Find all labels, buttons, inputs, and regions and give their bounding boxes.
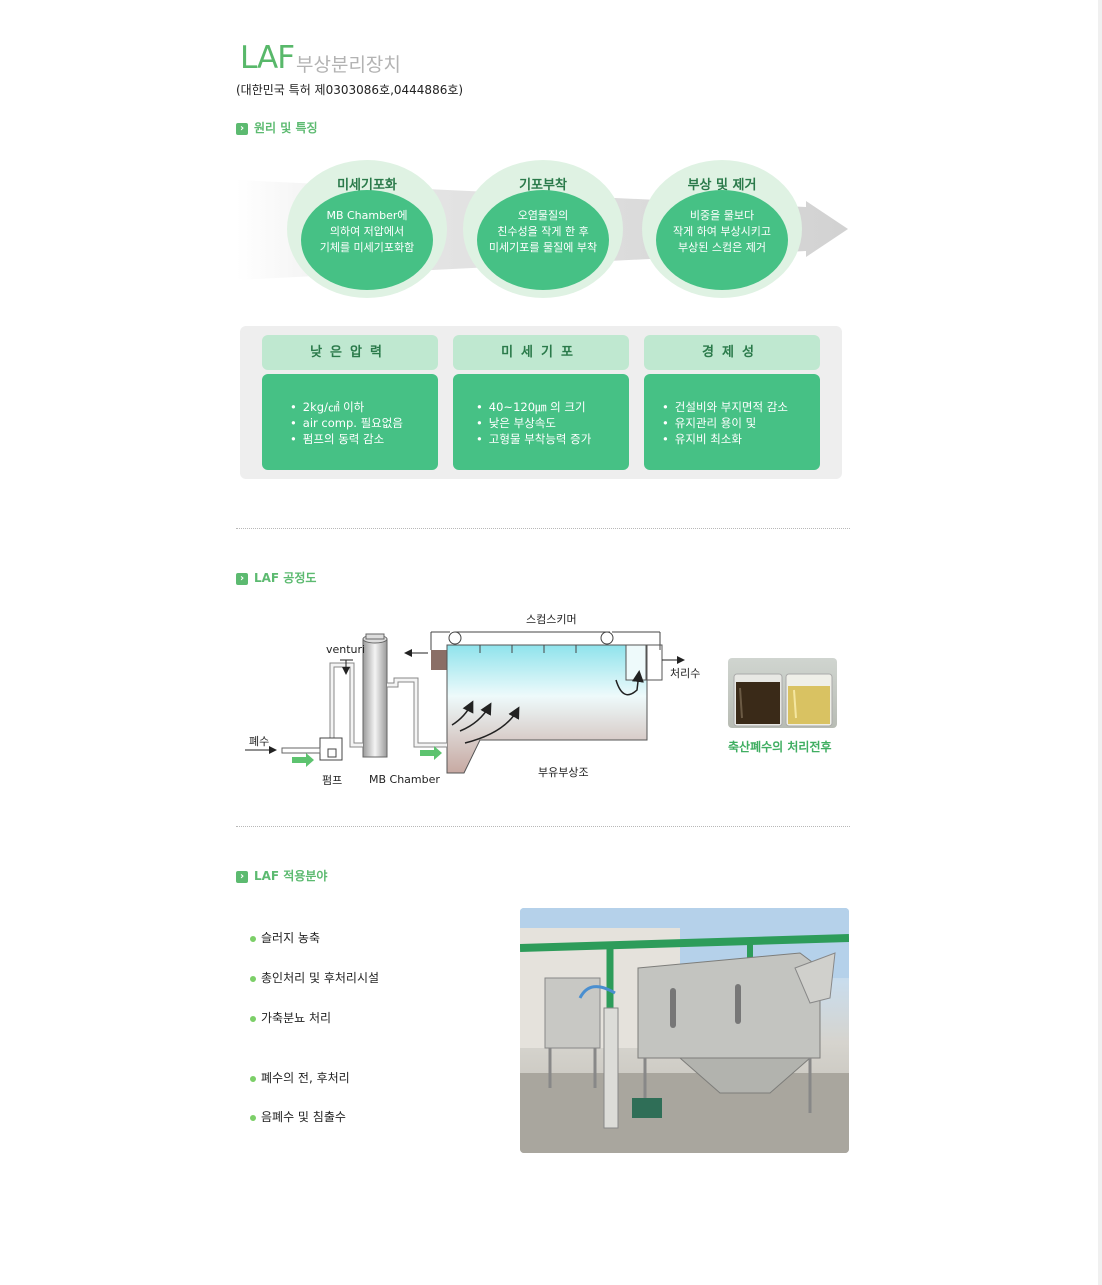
laf-equipment-image <box>520 908 849 1153</box>
bullet-dot-icon <box>250 1075 256 1082</box>
beakers-image <box>733 673 833 727</box>
process-step-attachment: 기포부착 오염물질의 친수성을 작게 한 후 미세기포를 물질에 부착 <box>463 160 623 298</box>
step-desc-line: 비중을 물보다 <box>689 209 755 222</box>
feature-card-microbubble: 40~120㎛ 의 크기 낮은 부상속도 고형물 부착능력 증가 <box>453 374 629 470</box>
page-right-border <box>1098 0 1102 1285</box>
section-heading-process: › LAF 공정도 <box>236 569 316 586</box>
step-title: 부상 및 제거 <box>687 178 757 193</box>
arrow-bullet-icon: › <box>236 122 248 135</box>
step-desc-bubble: MB Chamber에 의하여 저압에서 기체를 미세기포화함 <box>301 190 433 290</box>
feature-item: 2kg/㎠ 이하 <box>290 399 403 415</box>
section-divider <box>236 826 850 827</box>
before-after-photo <box>728 658 837 728</box>
application-item: 폐수의 전, 후처리 <box>250 1069 350 1086</box>
bullet-dot-icon <box>250 1114 256 1121</box>
process-step-flotation: 부상 및 제거 비중을 물보다 작게 하여 부상시키고 부상된 스컴은 제거 <box>642 160 802 298</box>
arrow-bullet-icon: › <box>236 572 248 585</box>
feature-title-microbubble: 미세기포 <box>453 335 629 370</box>
section-heading-principle: › 원리 및 특징 <box>236 119 318 136</box>
process-step-microbubble: 미세기포화 MB Chamber에 의하여 저압에서 기체를 미세기포화함 <box>287 160 447 298</box>
section-heading-applications: › LAF 적용분야 <box>236 867 327 884</box>
bullet-dot-icon <box>250 1015 256 1022</box>
step-desc: MB Chamber에 의하여 저압에서 기체를 미세기포화함 <box>301 208 433 256</box>
feature-list: 건설비와 부지면적 감소 유지관리 용이 및 유지비 최소화 <box>662 399 788 447</box>
application-item: 가축분뇨 처리 <box>250 1009 331 1026</box>
bullet-dot-icon <box>250 935 256 942</box>
step-desc-line: 기체를 미세기포화함 <box>319 241 415 254</box>
section-divider <box>236 528 850 529</box>
page-title-laf: LAF <box>240 40 295 76</box>
step-desc-line: 미세기포를 물질에 부착 <box>488 241 598 254</box>
patent-info: (대한민국 특허 제0303086호,0444886호) <box>236 83 464 97</box>
bullet-dot-icon <box>250 975 256 982</box>
label-mb-chamber: MB Chamber <box>369 773 440 786</box>
application-label: 음폐수 및 침출수 <box>261 1110 346 1124</box>
application-label: 총인처리 및 후처리시설 <box>261 971 380 985</box>
section-heading-label: LAF 적용분야 <box>254 869 328 883</box>
feature-item: 40~120㎛ 의 크기 <box>476 399 591 415</box>
application-label: 가축분뇨 처리 <box>261 1011 332 1025</box>
step-desc: 비중을 물보다 작게 하여 부상시키고 부상된 스컴은 제거 <box>656 208 788 256</box>
feature-card-low-pressure: 2kg/㎠ 이하 air comp. 필요없음 펌프의 동력 감소 <box>262 374 438 470</box>
label-venturi: venturi <box>326 643 366 656</box>
feature-item: 펌프의 동력 감소 <box>290 431 403 447</box>
label-scum-skimmer: 스컴스키머 <box>526 613 577 626</box>
application-label: 폐수의 전, 후처리 <box>261 1071 350 1085</box>
photo-caption: 축산폐수의 처리전후 <box>728 740 832 754</box>
feature-item: 건설비와 부지면적 감소 <box>662 399 788 415</box>
label-flotation-tank: 부유부상조 <box>538 766 589 779</box>
step-desc: 오염물질의 친수성을 작게 한 후 미세기포를 물질에 부착 <box>477 208 609 256</box>
application-item: 총인처리 및 후처리시설 <box>250 969 379 986</box>
step-desc-line: MB Chamber에 <box>326 209 408 222</box>
equipment-photo <box>520 908 849 1153</box>
laf-process-diagram <box>245 631 685 774</box>
feature-title-economy: 경제성 <box>644 335 820 370</box>
feature-item: 유지관리 용이 및 <box>662 415 788 431</box>
application-item: 음폐수 및 침출수 <box>250 1108 346 1125</box>
section-heading-label: 원리 및 특징 <box>254 121 318 135</box>
application-label: 슬러지 농축 <box>261 931 321 945</box>
feature-list: 40~120㎛ 의 크기 낮은 부상속도 고형물 부착능력 증가 <box>476 399 592 447</box>
label-treated-water: 처리수 <box>670 667 701 680</box>
step-title: 기포부착 <box>519 178 567 193</box>
step-desc-line: 부상된 스컴은 제거 <box>678 241 766 254</box>
step-desc-line: 오염물질의 <box>517 209 569 222</box>
feature-item: 낮은 부상속도 <box>476 415 591 431</box>
page-title-sub: 부상분리장치 <box>296 54 401 76</box>
feature-item: 고형물 부착능력 증가 <box>476 431 592 447</box>
feature-item: air comp. 필요없음 <box>290 415 403 431</box>
label-wastewater: 폐수 <box>249 735 270 748</box>
arrow-bullet-icon: › <box>236 870 248 883</box>
feature-card-economy: 건설비와 부지면적 감소 유지관리 용이 및 유지비 최소화 <box>644 374 820 470</box>
step-desc-bubble: 오염물질의 친수성을 작게 한 후 미세기포를 물질에 부착 <box>477 190 609 290</box>
feature-list: 2kg/㎠ 이하 air comp. 필요없음 펌프의 동력 감소 <box>290 399 403 447</box>
step-desc-bubble: 비중을 물보다 작게 하여 부상시키고 부상된 스컴은 제거 <box>656 190 788 290</box>
feature-item: 유지비 최소화 <box>662 431 788 447</box>
step-desc-line: 친수성을 작게 한 후 <box>497 225 589 238</box>
step-desc-line: 의하여 저압에서 <box>329 225 405 238</box>
label-pump: 펌프 <box>322 774 343 787</box>
step-desc-line: 작게 하여 부상시키고 <box>672 225 772 238</box>
step-title: 미세기포화 <box>337 178 397 193</box>
section-heading-label: LAF 공정도 <box>254 571 317 585</box>
application-item: 슬러지 농축 <box>250 929 320 946</box>
feature-title-low-pressure: 낮은압력 <box>262 335 438 370</box>
